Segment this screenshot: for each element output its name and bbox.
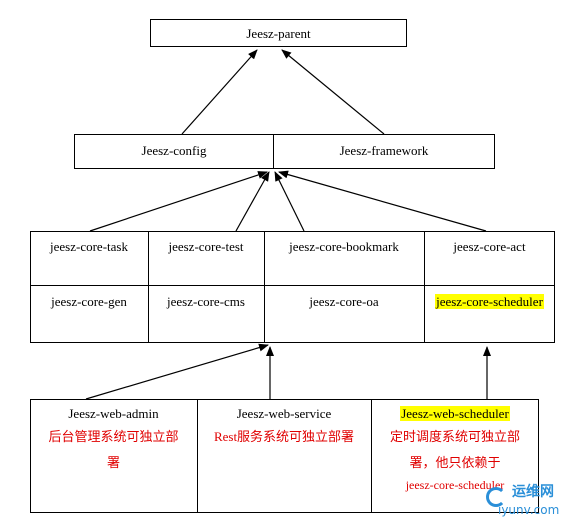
table-divider — [264, 231, 265, 343]
core-scheduler-label: jeesz-core-scheduler — [435, 294, 544, 309]
core-oa-label: jeesz-core-oa — [309, 294, 379, 309]
core-test-label: jeesz-core-test — [168, 239, 244, 254]
web-admin-title: Jeesz-web-admin — [68, 406, 159, 421]
watermark-logo-icon — [486, 487, 506, 507]
core-cms-cell: jeesz-core-cms — [148, 294, 264, 310]
table-divider — [371, 399, 372, 513]
web-service-cell: Jeesz-web-service Rest服务系统可独立部署 — [197, 406, 371, 450]
web-service-title: Jeesz-web-service — [236, 406, 332, 421]
jeesz-framework-label: Jeesz-framework — [339, 143, 429, 158]
watermark: 运维网 iyunv.com — [486, 481, 572, 521]
jeesz-parent-box: Jeesz-parent — [150, 19, 407, 47]
web-service-desc: Rest服务系统可独立部署 — [213, 429, 355, 444]
jeesz-parent-label: Jeesz-parent — [246, 26, 311, 41]
core-act-cell: jeesz-core-act — [424, 239, 555, 255]
table-divider — [197, 399, 198, 513]
core-act-label: jeesz-core-act — [453, 239, 526, 254]
jeesz-config-box: Jeesz-config — [74, 134, 274, 169]
core-test-cell: jeesz-core-test — [148, 239, 264, 255]
web-scheduler-title: Jeesz-web-scheduler — [400, 406, 510, 421]
web-scheduler-cell: Jeesz-web-scheduler 定时调度系统可独立部署，他只依赖于 je… — [371, 406, 539, 494]
web-admin-desc: 后台管理系统可独立部署 — [48, 429, 179, 470]
table-divider — [30, 285, 555, 286]
core-cms-label: jeesz-core-cms — [167, 294, 245, 309]
arrow-task-to-config — [89, 171, 268, 232]
watermark-cn: 运维网 — [512, 484, 554, 500]
jeesz-config-label: Jeesz-config — [141, 143, 207, 158]
core-oa-cell: jeesz-core-oa — [264, 294, 424, 310]
web-scheduler-dependency: jeesz-core-scheduler — [405, 478, 505, 492]
core-bookmark-cell: jeesz-core-bookmark — [264, 239, 424, 255]
jeesz-framework-box: Jeesz-framework — [273, 134, 495, 169]
core-bookmark-label: jeesz-core-bookmark — [289, 239, 399, 254]
arrow-config-to-parent — [181, 49, 258, 135]
core-scheduler-cell: jeesz-core-scheduler — [424, 294, 555, 310]
arrow-framework-to-parent — [281, 49, 385, 135]
table-divider — [424, 231, 425, 343]
arrow-test-to-config — [235, 171, 270, 232]
web-scheduler-desc: 定时调度系统可独立部署，他只依赖于 — [389, 429, 520, 470]
web-admin-cell: Jeesz-web-admin 后台管理系统可独立部署 — [30, 406, 197, 476]
core-task-cell: jeesz-core-task — [30, 239, 148, 255]
core-module-table — [30, 231, 555, 343]
core-gen-label: jeesz-core-gen — [51, 294, 127, 309]
arrow-admin-to-core — [85, 343, 269, 400]
arrow-bookmark-to-framework — [274, 171, 305, 232]
core-task-label: jeesz-core-task — [50, 239, 128, 254]
arrow-act-to-framework — [278, 170, 487, 232]
core-gen-cell: jeesz-core-gen — [30, 294, 148, 310]
table-divider — [148, 231, 149, 343]
watermark-url: iyunv.com — [498, 503, 560, 517]
